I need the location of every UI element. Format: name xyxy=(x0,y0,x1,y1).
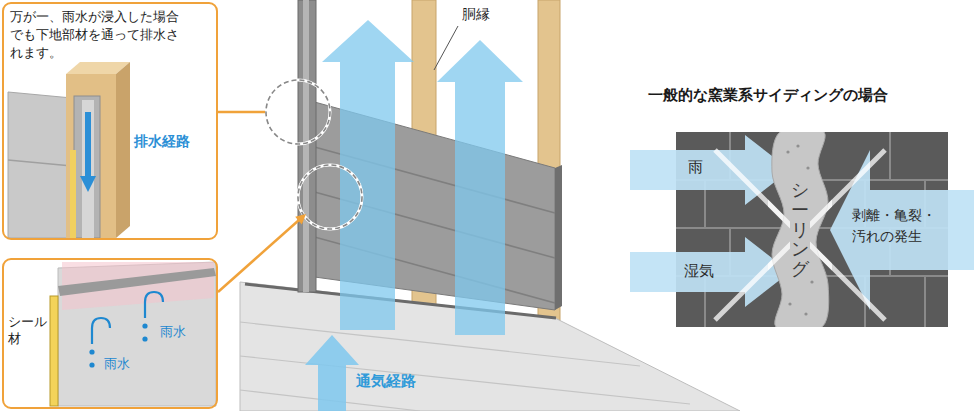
joint-channel-face xyxy=(303,0,309,292)
leader-line xyxy=(434,26,458,70)
texture-dot xyxy=(796,144,799,147)
arrow-label: 雨 xyxy=(688,158,703,177)
joint-channel-groove xyxy=(82,100,94,238)
texture-dot xyxy=(806,166,809,169)
siding-joint xyxy=(300,233,555,303)
callout-box: シール材雨水雨水 xyxy=(2,258,218,409)
leader-line xyxy=(218,220,299,292)
siding-line xyxy=(240,322,640,366)
siding-panel xyxy=(300,98,555,310)
siding-joint xyxy=(300,143,555,213)
detail-circle-halo xyxy=(266,80,330,144)
drain-arrowhead xyxy=(80,176,96,192)
sealant-strip xyxy=(70,150,76,238)
siding-panel xyxy=(58,262,216,406)
furring-strip xyxy=(66,74,116,238)
texture-dot xyxy=(788,302,791,305)
path-label: 排水経路 xyxy=(134,132,190,150)
texture-dot xyxy=(804,312,807,315)
base-ledge xyxy=(245,284,556,318)
leader-line xyxy=(218,111,265,114)
siding-joint xyxy=(8,160,72,166)
detail-circle xyxy=(266,80,330,144)
sealant-strip xyxy=(50,296,58,406)
texture-dot xyxy=(810,280,813,283)
water-path-icon xyxy=(145,292,163,318)
sealing-fill xyxy=(772,132,829,327)
siding-panel xyxy=(8,92,72,238)
water-label: 雨水 xyxy=(160,324,186,341)
panel-title: 一般的な窯業系サイディングの場合 xyxy=(648,86,888,105)
water-drop xyxy=(142,323,147,328)
leader-arrowhead xyxy=(295,214,306,224)
detail-circle xyxy=(298,165,362,229)
sealing-band: シーリング xyxy=(768,132,832,327)
joint-channel xyxy=(74,96,100,238)
airflow-arrow xyxy=(437,40,523,335)
joint-channel xyxy=(298,0,316,292)
cross-mark xyxy=(768,150,832,320)
furring-side xyxy=(116,62,130,238)
arrow-label: 湿気 xyxy=(684,262,714,281)
arrow-label: 剥離・亀裂・汚れの発生 xyxy=(852,205,940,247)
callout-box: 万が一、雨水が浸入した場合でも下地部材を通って排水されます。排水経路 xyxy=(2,2,218,240)
cross-mark xyxy=(768,150,832,320)
callout-note: 万が一、雨水が浸入した場合でも下地部材を通って排水されます。 xyxy=(10,8,179,63)
sealing-label: シーリング xyxy=(790,178,810,281)
water-drop xyxy=(142,336,147,341)
water-drop xyxy=(89,349,94,354)
path-label: 通気経路 xyxy=(356,372,416,391)
drain-arrow xyxy=(85,112,91,176)
water-label: 雨水 xyxy=(104,356,130,373)
water-path-icon xyxy=(92,318,110,344)
water-drop xyxy=(89,362,94,367)
mortar-line xyxy=(889,132,891,180)
part-label: シール材 xyxy=(8,314,47,348)
texture-dot xyxy=(786,150,789,153)
detail-circle-halo xyxy=(298,165,362,229)
part-label: 胴縁 xyxy=(462,6,490,24)
siding-profile xyxy=(58,268,216,296)
mortar-line xyxy=(924,276,926,327)
airflow-arrow xyxy=(322,20,414,330)
airflow-arrow xyxy=(305,335,359,411)
rain-arrow xyxy=(630,135,790,205)
siding-edge xyxy=(555,165,562,310)
siding-joint xyxy=(300,188,555,258)
